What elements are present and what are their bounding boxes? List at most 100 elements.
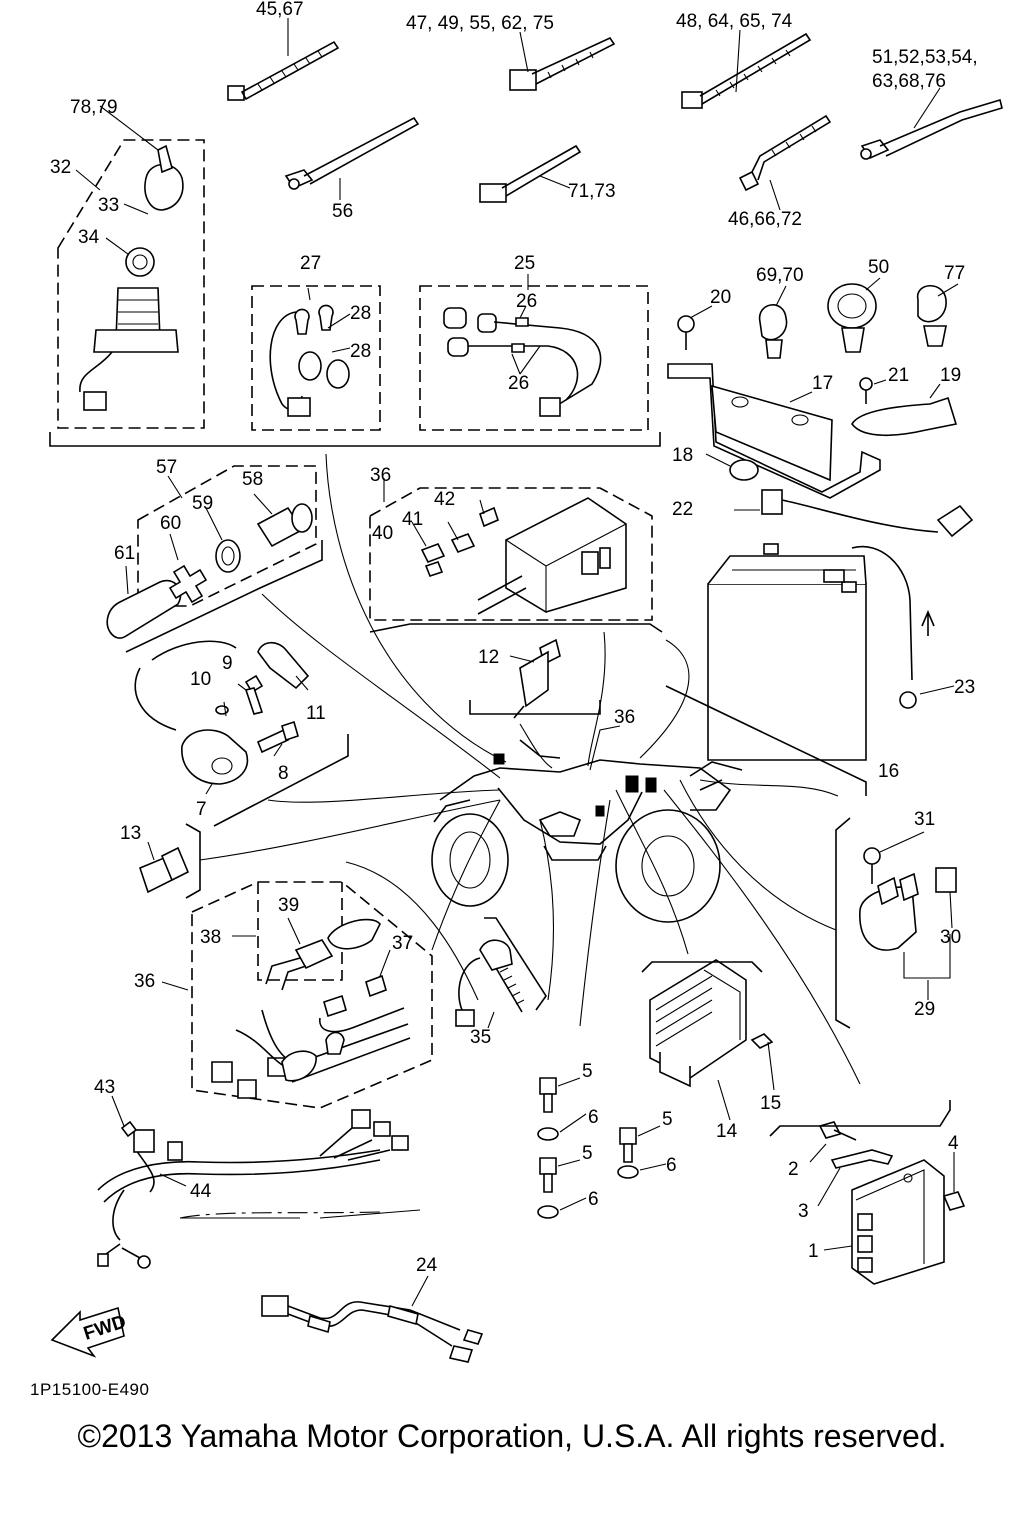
callout: 31 xyxy=(914,809,935,830)
copyright-notice: ©2013 Yamaha Motor Corporation, U.S.A. A… xyxy=(77,1418,947,1454)
callout: 6 xyxy=(666,1155,677,1176)
callout: 24 xyxy=(416,1255,438,1276)
cable-clamp-56 xyxy=(284,116,420,190)
callout: 6 xyxy=(588,1189,599,1210)
callout: 28 xyxy=(350,341,371,362)
callout: 9 xyxy=(222,653,233,674)
parts-group-57 xyxy=(106,465,317,639)
drawing-code: 1P15100-E490 xyxy=(30,1380,150,1399)
cable-tie-45-67 xyxy=(227,40,340,101)
main-switch-group-32 xyxy=(57,105,205,429)
harness-group-25 xyxy=(419,274,649,431)
callout: 56 xyxy=(332,201,353,222)
callout: 33 xyxy=(98,195,119,216)
callout: 45,67 xyxy=(256,0,304,20)
rectifier-regulator-14 xyxy=(649,959,775,1121)
callout: 37 xyxy=(392,933,413,954)
callout: 5 xyxy=(662,1109,673,1130)
cable-tie-48-64 xyxy=(681,32,812,109)
callout: 11 xyxy=(306,703,326,724)
callout: 6 xyxy=(588,1107,599,1128)
callout: 36 xyxy=(614,707,635,728)
callout: 25 xyxy=(514,253,535,274)
callout: 39 xyxy=(278,895,299,916)
sensor-35 xyxy=(455,939,525,1029)
callout: 47, 49, 55, 62, 75 xyxy=(406,13,554,34)
wire-harness-43-44 xyxy=(97,1095,421,1269)
callout: 36 xyxy=(370,465,391,486)
callout: 59 xyxy=(192,493,213,514)
callout: 26 xyxy=(516,291,537,312)
callout: 46,66,72 xyxy=(728,209,802,230)
callout: 69,70 xyxy=(756,265,804,286)
callout: 41 xyxy=(402,509,423,530)
callout: 32 xyxy=(50,157,71,178)
callout: 21 xyxy=(888,365,909,386)
callout: 78,79 xyxy=(70,97,118,118)
callout: 16 xyxy=(878,761,899,782)
callout: 14 xyxy=(716,1121,738,1142)
clamps-upper-right xyxy=(758,277,959,359)
callout: 29 xyxy=(914,999,935,1020)
callout: 8 xyxy=(278,763,289,784)
callout: 42 xyxy=(434,489,455,510)
fwd-arrow-icon: FWD xyxy=(50,1306,129,1358)
cable-tie-46-66 xyxy=(738,114,832,192)
callout: 60 xyxy=(160,513,181,534)
callout: 38 xyxy=(200,927,221,948)
callout: 77 xyxy=(944,263,965,284)
cable-tie-47-49 xyxy=(509,36,616,91)
starter-relay-group-29 xyxy=(859,831,957,1000)
callout: 15 xyxy=(760,1093,781,1114)
battery-bracket-17 xyxy=(667,305,958,499)
callout: 43 xyxy=(94,1077,115,1098)
callout: 44 xyxy=(190,1181,212,1202)
harness-group-27 xyxy=(251,285,381,431)
callout: 57 xyxy=(156,457,177,478)
callout: 50 xyxy=(868,257,889,278)
callout: 48, 64, 65, 74 xyxy=(676,11,793,32)
spark-plug-12 xyxy=(509,638,561,719)
callout: 7 xyxy=(196,799,207,820)
callout: 4 xyxy=(948,1133,959,1154)
callout: 17 xyxy=(812,373,833,394)
callout: 30 xyxy=(940,927,961,948)
ignition-coil-group-7 xyxy=(134,640,310,795)
callout: 18 xyxy=(672,445,693,466)
bolts-washers-5-6 xyxy=(537,1077,667,1219)
callout: 22 xyxy=(672,499,693,520)
sensor-13 xyxy=(139,841,190,894)
callout: 36 xyxy=(134,971,155,992)
wire-harness-24 xyxy=(261,1275,484,1363)
callout: 5 xyxy=(582,1061,593,1082)
callout: 71,73 xyxy=(568,181,616,202)
electrical-parts-diagram: FWD 45,67 47, 49, 55, 62, 75 48, 64, 65,… xyxy=(49,0,1003,1363)
callout: 27 xyxy=(300,253,321,274)
callout-labels: 45,67 47, 49, 55, 62, 75 48, 64, 65, 74 … xyxy=(50,0,978,1276)
callout: 20 xyxy=(710,287,731,308)
callout: 40 xyxy=(372,523,393,544)
fuse-box-group-36 xyxy=(369,478,653,621)
cdi-unit-group-1 xyxy=(809,1121,966,1285)
callout: 2 xyxy=(788,1159,799,1180)
callout: 12 xyxy=(478,647,499,668)
callout: 34 xyxy=(78,227,100,248)
callout: 23 xyxy=(954,677,975,698)
callout: 35 xyxy=(470,1027,491,1048)
callout: 1 xyxy=(808,1241,819,1262)
callout: 19 xyxy=(940,365,961,386)
callout: 3 xyxy=(798,1201,809,1222)
callout: 26 xyxy=(508,373,529,394)
callout: 10 xyxy=(190,669,211,690)
callout: 61 xyxy=(114,543,135,564)
cable-tie-71-73 xyxy=(479,144,582,203)
harness-group-36-lower xyxy=(161,881,433,1109)
atv-vehicle-outline xyxy=(431,739,743,923)
callout: 5 xyxy=(582,1143,593,1164)
callout: 58 xyxy=(242,469,263,490)
cable-clamp-51-52 xyxy=(860,98,1003,160)
callout: 63,68,76 xyxy=(872,71,946,92)
battery-16 xyxy=(707,489,974,761)
callout: 28 xyxy=(350,303,371,324)
callout: 13 xyxy=(120,823,141,844)
